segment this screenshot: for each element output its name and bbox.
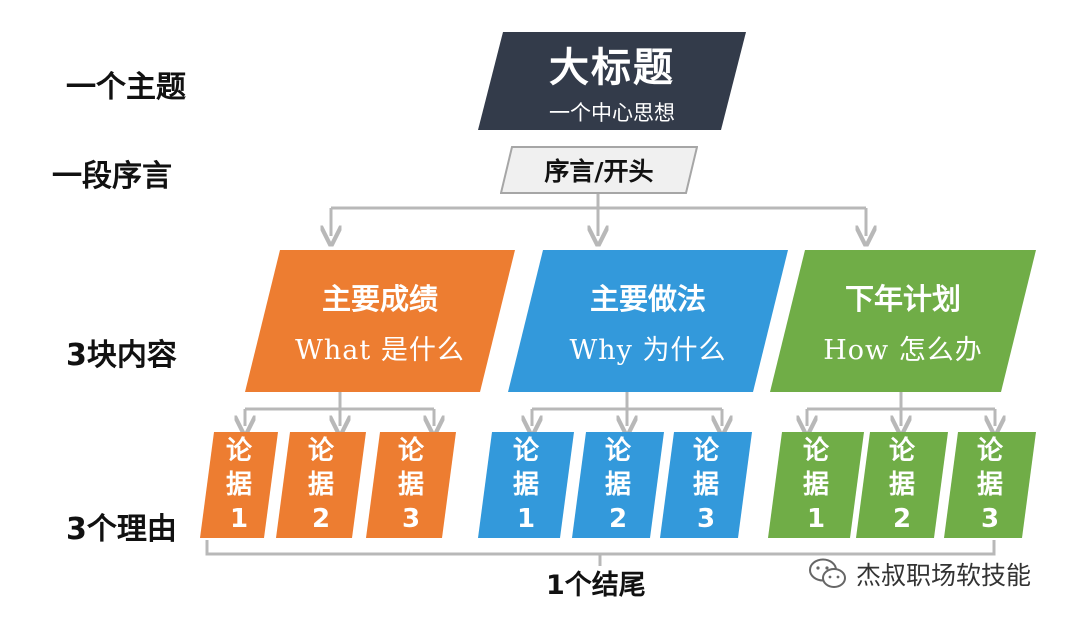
argument-text: 论 据 1 — [512, 436, 539, 534]
argument-text: 论 据 2 — [888, 436, 915, 534]
section-shape — [770, 250, 1036, 392]
argument-text: 论 据 1 — [802, 436, 829, 534]
label-intro: 一段序言 — [52, 159, 172, 194]
argument-box: 论 据 1 — [200, 432, 278, 538]
main-subtitle: 一个中心思想 — [549, 101, 675, 125]
intro-text: 序言/开头 — [544, 157, 654, 186]
section-box-methods: 主要做法 Why 为什么 — [508, 250, 788, 392]
section-title: 主要成绩 — [321, 281, 438, 316]
argument-box: 论 据 3 — [660, 432, 752, 538]
watermark-text: 杰叔职场软技能 — [856, 561, 1032, 590]
argument-text: 论 据 2 — [604, 436, 631, 534]
section-box-achievements: 主要成绩 What 是什么 — [245, 250, 515, 392]
section-subtitle: Why 为什么 — [569, 334, 727, 366]
title-box: 大标题 一个中心思想 — [478, 32, 746, 130]
argument-box: 论 据 1 — [768, 432, 864, 538]
ending-label: 1个结尾 — [546, 570, 646, 601]
label-content: 3块内容 — [66, 338, 177, 373]
argument-box: 论 据 3 — [944, 432, 1036, 538]
section-title: 下年计划 — [844, 281, 961, 316]
section-subtitle: What 是什么 — [295, 334, 465, 366]
argument-box: 论 据 2 — [276, 432, 366, 538]
argument-text: 论 据 3 — [692, 436, 719, 534]
argument-text: 论 据 2 — [307, 436, 334, 534]
intro-box: 序言/开头 — [500, 146, 698, 194]
argument-box: 论 据 1 — [478, 432, 574, 538]
section-subtitle: How 怎么办 — [823, 334, 983, 366]
argument-box: 论 据 2 — [572, 432, 664, 538]
label-reasons: 3个理由 — [66, 512, 177, 547]
label-theme: 一个主题 — [66, 70, 186, 105]
wechat-icon — [809, 558, 846, 588]
main-title: 大标题 — [549, 45, 675, 91]
section-box-plans: 下年计划 How 怎么办 — [770, 250, 1036, 392]
watermark: 杰叔职场软技能 — [808, 556, 1031, 592]
title-box-shape — [478, 32, 746, 130]
argument-box: 论 据 3 — [366, 432, 456, 538]
intro-box-shape — [500, 146, 698, 194]
section-title: 主要做法 — [589, 281, 706, 316]
argument-text: 论 据 3 — [397, 436, 424, 534]
argument-text: 论 据 3 — [976, 436, 1003, 534]
argument-box: 论 据 2 — [856, 432, 948, 538]
section-shape — [508, 250, 788, 392]
section-shape — [245, 250, 515, 392]
argument-text: 论 据 1 — [225, 436, 252, 534]
